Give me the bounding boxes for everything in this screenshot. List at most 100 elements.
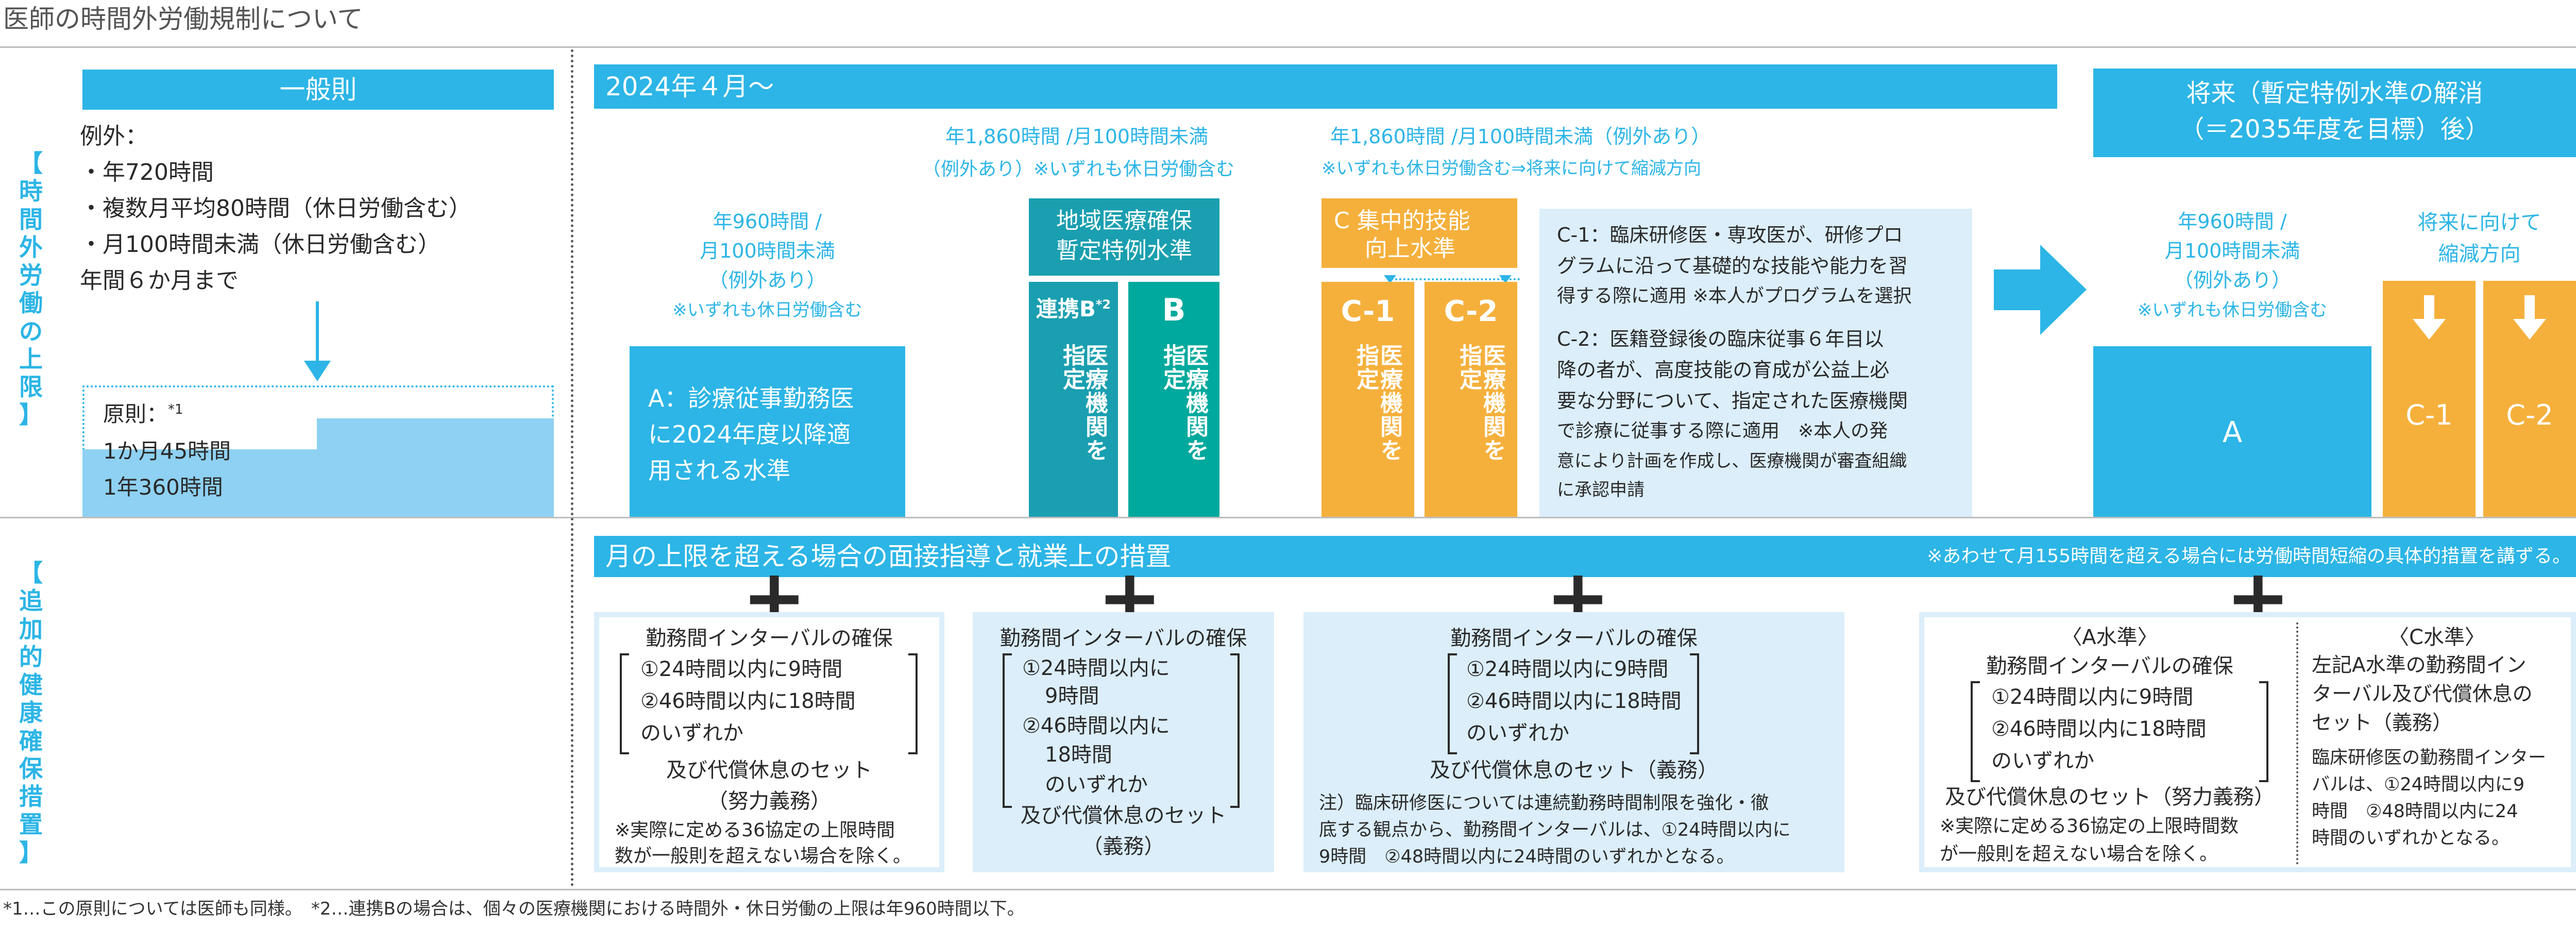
box1-note: ※実際に定める36協定の上限時間: [615, 820, 895, 841]
c2-desc-line: で診療に従事する際に適用 ※本人の発: [1557, 420, 1888, 442]
future-reduce-line: 将来に向けて: [2417, 211, 2541, 234]
future-c2-label: C-2: [2506, 399, 2553, 431]
box4-c-note: 時間のいずれかとなる。: [2312, 828, 2510, 849]
c2-label: C-2: [1444, 295, 1498, 328]
box4-a-item: のいずれか: [1991, 749, 2094, 773]
box2-item: 18時間: [1045, 743, 1112, 767]
renkei-b-vertical: 指定: [1059, 344, 1085, 391]
general-exception-line: ・複数月平均80時間（休日労働含む）: [80, 195, 471, 222]
region-header-line: 地域医療確保: [1056, 208, 1192, 234]
general-header: 一般則: [82, 70, 554, 110]
a-box-line: A：診療従事勤務医: [648, 384, 854, 412]
b-vertical-2: 医療機関を: [1182, 344, 1208, 462]
future-header-line: 将来（暫定特例水準の解消: [2186, 79, 2483, 108]
box4-a-after: 及び代償休息のセット（努力義務）: [1945, 785, 2275, 809]
box1-title: 勤務間インターバルの確保: [646, 627, 893, 650]
principle-label: 原則：: [103, 401, 168, 427]
c2-desc-line: 意により計画を作成し、医療機関が審査組織: [1557, 451, 1907, 471]
box2-bracket-right: [1230, 653, 1240, 808]
row-label-health: 【 追 加 的 健 康 確 保 措 置 】: [15, 559, 46, 867]
box3-bracket-left: [1448, 653, 1457, 754]
y2024-header: 2024年４月〜: [594, 64, 2057, 109]
c1-pointer-icon: [1384, 275, 1396, 283]
box4-a-item: ①24時間以内に9時間: [1991, 685, 2194, 709]
future-c1-down-icon: [2413, 319, 2446, 340]
renkei-b-note: *2: [1095, 297, 1111, 312]
box2-bracket-left: [1003, 653, 1012, 808]
c1-desc-line: 得する際に適用 ※本人がプログラムを選択: [1557, 285, 1912, 307]
general-arrow-head-icon: [304, 361, 331, 381]
box2-item: ②46時間以内に: [1022, 714, 1170, 738]
box2-title: 勤務間インターバルの確保: [999, 627, 1247, 650]
a-box-line: に2024年度以降適: [648, 420, 851, 448]
vertical-divider: [571, 49, 573, 887]
future-a-top-note: ※いずれも休日労働含む: [2137, 300, 2328, 320]
future-a-top-line: 年960時間 /: [2178, 210, 2287, 233]
future-header-line: （＝2035年度を目標）後）: [2179, 115, 2490, 144]
health-box-future: 〈A水準〉 勤務間インターバルの確保 ①24時間以内に9時間 ②46時間以内に1…: [1919, 612, 2576, 872]
box1-note: 数が一般則を超えない場合を除く。: [615, 846, 912, 867]
future-c1-label: C-1: [2405, 399, 2453, 431]
bottom-rule: [0, 889, 2576, 890]
c-top-line: ※いずれも休日労働含む⇒将来に向けて縮減方向: [1321, 158, 1701, 179]
footnote: *1…この原則については医師も同様。 *2…連携Bの場合は、個々の医療機関におけ…: [3, 899, 1025, 919]
future-a-top-line: 月100時間未満: [2164, 240, 2300, 262]
a-box-line: 用される水準: [648, 457, 790, 484]
box3-title: 勤務間インターバルの確保: [1450, 627, 1698, 650]
general-principle-line: 1年360時間: [103, 475, 223, 500]
future-c1-arrow-shaft: [2424, 295, 2434, 320]
box3-after: 及び代償休息のセット（義務）: [1430, 758, 1718, 782]
health-header: 月の上限を超える場合の面接指導と就業上の措置 ※あわせて月155時間を超える場合…: [594, 536, 2576, 577]
box1-after: 及び代償休息のセット: [666, 758, 872, 782]
b-box: B 指定 医療機関を: [1128, 282, 1219, 517]
general-fill-high: [317, 418, 554, 517]
health-box-c: 勤務間インターバルの確保 ①24時間以内に9時間 ②46時間以内に18時間 のい…: [1303, 612, 1844, 872]
b-vertical: 指定: [1159, 344, 1185, 391]
a-top-note: ※いずれも休日労働含む: [672, 300, 862, 320]
c-header-line: C 集中的技能: [1334, 208, 1470, 234]
future-a-top-line: （例外あり）: [2173, 269, 2291, 292]
middle-rule: [0, 517, 2576, 518]
renkei-b-box: 連携B*2 指定 医療機関を: [1029, 282, 1118, 517]
general-exception-line: ・月100時間未満（休日労働含む）: [80, 231, 440, 258]
health-header-text: 月の上限を超える場合の面接指導と就業上の措置: [605, 542, 1172, 571]
region-header-box: 地域医療確保 暫定特例水準: [1029, 198, 1219, 276]
future-a-label: A: [2222, 416, 2243, 449]
c2-desc-line: に承認申請: [1557, 480, 1645, 500]
page-title: 医師の時間外労働規制について: [3, 4, 363, 34]
box4-c-title: 〈C水準〉: [2388, 626, 2485, 649]
box2-after: 及び代償休息のセット: [1020, 804, 1227, 827]
box3-item: のいずれか: [1466, 721, 1569, 745]
box4-a-sub: 勤務間インターバルの確保: [1986, 654, 2233, 678]
box4-c-note: バルは、①24時間以内に9: [2312, 774, 2525, 795]
c1-label: C-1: [1341, 295, 1395, 328]
box4-c-line: 左記A水準の勤務間イン: [2312, 654, 2527, 677]
box1-item: ②46時間以内に18時間: [640, 689, 856, 713]
region-header-line: 暫定特例水準: [1056, 238, 1192, 264]
future-c2-box: C-2: [2483, 281, 2576, 517]
c1-vertical-2: 医療機関を: [1376, 344, 1402, 462]
box4-c-note: 臨床研修医の勤務間インター: [2312, 748, 2547, 768]
box2-item: 9時間: [1045, 684, 1099, 708]
box2-item: ①24時間以内に: [1022, 656, 1170, 680]
principle-note: *1: [168, 402, 183, 417]
box2-after: （義務）: [1082, 835, 1165, 858]
box4-a-item: ②46時間以内に18時間: [1991, 717, 2207, 741]
c2-desc-line: C-2：医籍登録後の臨床従事６年目以: [1557, 328, 1884, 350]
future-c1-box: C-1: [2383, 281, 2476, 517]
future-header: 将来（暫定特例水準の解消 （＝2035年度を目標）後）: [2093, 69, 2576, 157]
box3-item: ②46時間以内に18時間: [1466, 689, 1682, 713]
box4-a-title: 〈A水準〉: [2061, 626, 2158, 649]
health-box-general: 勤務間インターバルの確保 ①24時間以内に9時間 ②46時間以内に18時間 のい…: [594, 612, 944, 872]
b-label: B: [1162, 292, 1186, 328]
box3-note: 注）臨床研修医については連続勤務時間制限を強化・徹: [1319, 793, 1769, 814]
box4-bracket-left: [1971, 681, 1980, 782]
box1-bracket-left: [620, 653, 629, 754]
c1-vertical: 指定: [1352, 344, 1379, 391]
renkei-b-label: 連携B*2: [1029, 295, 1118, 324]
box4-c-line: ターバル及び代償休息の: [2312, 683, 2533, 706]
a-top-line: 年960時間 /: [713, 210, 822, 233]
future-reduce-line: 縮減方向: [2438, 242, 2521, 266]
health-header-note: ※あわせて月155時間を超える場合には労働時間短縮の具体的措置を講ずる。: [1927, 546, 2571, 567]
c-header-line: 向上水準: [1365, 235, 1455, 262]
